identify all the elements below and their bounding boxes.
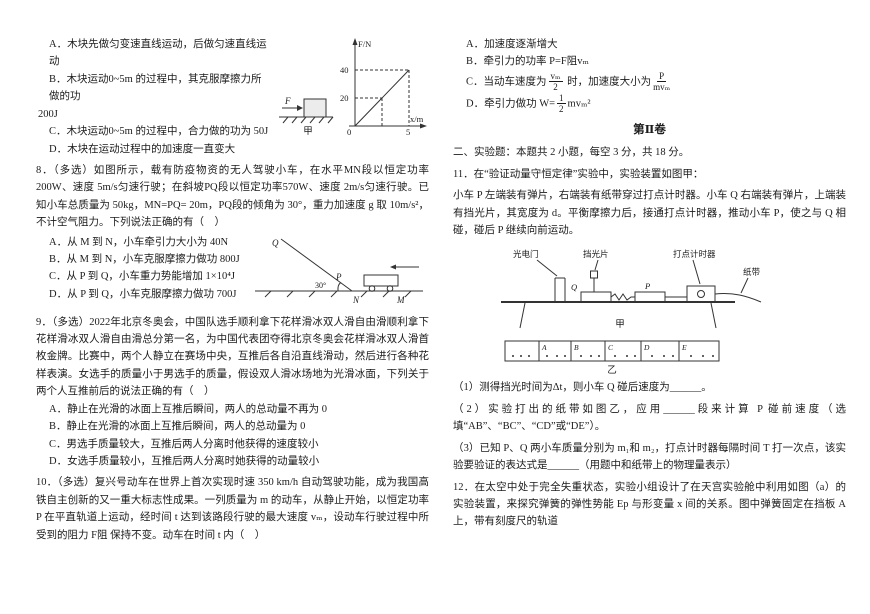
q8-option-d: D．从 P 到 Q，小车克服摩擦力做功 700J	[49, 288, 237, 300]
incline-label-m: M	[396, 295, 405, 305]
graph-ylabel: F/N	[358, 39, 371, 49]
tape-point-a: A	[541, 343, 547, 352]
q8-figure-wrap: Q P 30° N M	[251, 234, 429, 312]
q7-option-b: B．木块运动0~5m 的过程中，其克服摩擦力所做的功	[49, 73, 262, 103]
tape-label: 纸带	[743, 267, 761, 277]
q8-option-b: B．从 M 到 N，小车克服摩擦力做功 800J	[49, 254, 240, 266]
q10-stem: 10．（多选）复兴号动车在世界上首次实现时速 350 km/h 自动驾驶功能，成…	[36, 477, 429, 541]
q12-stem: 12．在太空中处于完全失重状态，实验小组设计了在天宫实验舱中利用如图（a）的实验…	[453, 481, 846, 528]
q8-option-a: A．从 M 到 N，小车牵引力大小为 40N	[49, 236, 229, 248]
q9-option-b: B．静止在光滑的冰面上互推后瞬间，两人的总动量为 0	[49, 421, 306, 433]
graph-tick-20: 20	[340, 93, 349, 103]
block-figure-shapes	[279, 98, 334, 124]
incline-angle-label: 30°	[315, 281, 326, 290]
q7-option-b-continued: 200J	[38, 108, 58, 120]
q7-figures: F 甲 F/N	[277, 36, 429, 136]
fraction-denominator: 2	[553, 82, 558, 93]
q10-option-d-pre: D．牵引力做功 W=	[466, 97, 556, 109]
tape-point-d: D	[643, 343, 650, 352]
graph-tick-5: 5	[406, 127, 410, 136]
q9-option-c: C．男选手质量较大，互推后两人分离时他获得的速度较小	[49, 438, 319, 450]
incline-label-n: N	[352, 295, 360, 305]
graph-axes	[349, 38, 427, 129]
fraction-denominator: 2	[559, 103, 564, 114]
q7-block-figure: F 甲	[279, 96, 334, 136]
graph-origin: 0	[347, 127, 351, 136]
q11-tape-figure: A B C D E 乙	[501, 335, 846, 375]
fraction-numerator: P	[657, 70, 667, 83]
q8-options-block: Q P 30° N M A．从 M 到 N，小车牵引力大小为 40N B．从 M…	[36, 234, 429, 305]
q8-incline-figure: Q P 30° N M	[255, 238, 423, 305]
q10-option-b: B．牵引力的功率 P=F阻vₘ	[466, 56, 589, 68]
apparatus-shapes	[501, 260, 762, 329]
left-column: F 甲 F/N	[36, 36, 429, 544]
fraction-numerator: vₘ	[548, 70, 563, 83]
q11-sub1: （1）测得挡光时间为Δt，则小车 Q 碰后速度为______。	[453, 382, 712, 394]
cart-p-label: P	[644, 281, 650, 291]
tape-shapes	[504, 340, 720, 362]
tape-point-c: C	[608, 343, 614, 352]
q10-option-c-mid: 时，加速度大小为	[564, 76, 652, 88]
q7-option-c: C．木块运动0~5m 的过程中，合力做的功为 50J	[49, 126, 269, 138]
tape-point-e: E	[681, 343, 687, 352]
q11-sub2: （2）实验打出的纸带如图乙，应用______段来计算 P 碰前速度（选填“AB”…	[453, 403, 846, 433]
q11-stem-line2: 小车 P 左端装有弹片，右端装有纸带穿过打点计时器。小车 Q 右端装有弹片，上端…	[453, 190, 846, 236]
q11-apparatus-svg: 光电门 挡光片 打点计时器 纸带 Q P 甲	[501, 249, 762, 330]
q7-option-a: A．木块先做匀变速直线运动，后做匀速直线运动	[49, 39, 267, 68]
experiment-section-header: 二、实验题：本题共 2 小题，每空 3 分，共 18 分。	[453, 147, 690, 159]
graph-gridlines	[355, 69, 410, 126]
q11-stem-line1: 11．在“验证动量守恒定律”实验中，实验装置如图甲：	[453, 168, 704, 180]
graph-xlabel: x/m	[410, 114, 424, 124]
graph-tick-40: 40	[340, 65, 349, 75]
q11-sub3: （3）已知 P、Q 两小车质量分别为 m₁和 m₂，打点计时器每隔时间 T 打一…	[453, 442, 846, 472]
cart-q-label: Q	[571, 282, 577, 292]
q8-stem: 8．（多选）如图所示，载有防疫物资的无人驾驶小车，在水平MN段以恒定功率 200…	[36, 164, 429, 229]
photogate-label: 光电门	[513, 249, 539, 259]
q9-option-a: A．静止在光滑的冰面上互推后瞬间，两人的总动量不再为 0	[49, 403, 327, 415]
section2-title: 第Ⅱ卷	[633, 124, 666, 137]
tape-point-b: B	[574, 343, 579, 352]
q7-force-displacement-graph: F/N 40 20 0 5 x/m	[340, 38, 427, 136]
incline-label-q: Q	[272, 238, 279, 248]
incline-shapes	[255, 238, 423, 297]
timer-label: 打点计时器	[673, 249, 716, 259]
q11-apparatus-figure: 光电门 挡光片 打点计时器 纸带 Q P 甲	[495, 244, 846, 330]
apparatus-figure-caption: 甲	[615, 319, 625, 330]
tape-figure-caption: 乙	[607, 365, 617, 375]
exam-page: F 甲 F/N	[36, 36, 846, 544]
q8-option-c: C．从 P 到 Q，小车重力势能增加 1×10⁴J	[49, 271, 235, 283]
q10-option-c-pre: C．当动车速度为	[466, 76, 547, 88]
q10-option-a: A．加速度逐渐增大	[466, 39, 558, 50]
light-flag-label: 挡光片	[583, 249, 609, 259]
q7-option-d: D．木块在运动过程中的加速度一直变大	[49, 143, 236, 155]
fraction-numerator: 1	[557, 92, 566, 104]
block-figure-caption: 甲	[303, 126, 313, 136]
tape-dots	[512, 355, 714, 358]
q9-stem: 9．（多选）2022年北京冬奥会，中国队选手顺利拿下花样滑冰双人滑自由滑顺利拿下…	[36, 316, 429, 398]
fraction-denominator: mvₘ	[653, 82, 671, 93]
q10-option-d-post: mvₘ²	[567, 97, 591, 109]
incline-label-p: P	[335, 272, 342, 282]
q9-option-d: D．女选手质量较小，互推后两人分离时她获得的动量较小	[49, 456, 320, 468]
force-label: F	[284, 96, 291, 106]
q11-tape-svg: A B C D E 乙	[504, 340, 720, 375]
